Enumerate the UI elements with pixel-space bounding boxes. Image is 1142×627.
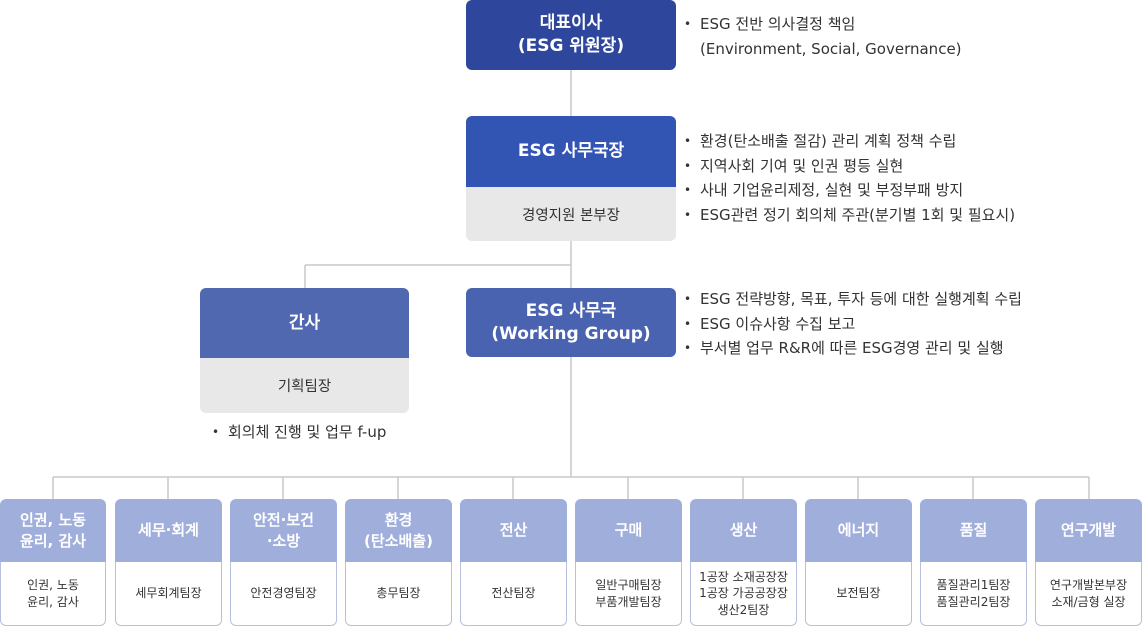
bullet-icon: • <box>684 183 692 197</box>
ceo-box: 대표이사 (ESG 위원장) <box>466 0 676 70</box>
director-note: •ESG관련 정기 회의체 주관(분기별 1회 및 필요시) <box>684 203 1134 228</box>
office-note: •ESG 전략방향, 목표, 투자 등에 대한 실행계획 수립 <box>684 287 1134 312</box>
director-box-sub: 경영지원 본부장 <box>466 187 676 241</box>
bullet-icon: • <box>684 134 692 148</box>
office-note: •ESG 이슈사항 수집 보고 <box>684 312 1134 337</box>
bullet-icon: • <box>684 158 692 173</box>
bullet-icon: • <box>212 425 220 439</box>
bullet-icon: • <box>684 341 692 355</box>
dept-tax-accounting: 세무·회계 <box>115 499 222 562</box>
dept-energy: 에너지 <box>805 499 912 562</box>
director-note: •환경(탄소배출 절감) 관리 계획 정책 수립 <box>684 129 1134 154</box>
dept-human-rights: 인권, 노동 윤리, 감사 <box>0 499 106 562</box>
bullet-icon: • <box>684 316 692 331</box>
ceo-note: •ESG 전반 의사결정 책임 <box>684 12 1134 37</box>
bullet-icon: • <box>684 292 692 306</box>
dept-quality: 품질 <box>920 499 1027 562</box>
dept-safety-health: 안전·보건 ·소방 <box>230 499 337 562</box>
dept-rnd: 연구개발 <box>1035 499 1142 562</box>
dept-it-members: 전산팀장 <box>460 562 567 626</box>
office-notes: •ESG 전략방향, 목표, 투자 등에 대한 실행계획 수립 •ESG 이슈사… <box>684 287 1134 361</box>
office-note: •부서별 업무 R&R에 따른 ESG경영 관리 및 실행 <box>684 336 1134 361</box>
ceo-notes: •ESG 전반 의사결정 책임 (Environment, Social, Go… <box>684 12 1134 61</box>
office-box: ESG 사무국 (Working Group) <box>466 288 676 357</box>
dept-environment-members: 총무팀장 <box>345 562 452 626</box>
secretary-notes: •회의체 진행 및 업무 f-up <box>212 420 432 445</box>
dept-purchasing-members: 일반구매팀장 부품개발팀장 <box>575 562 682 626</box>
dept-safety-health-members: 안전경영팀장 <box>230 562 337 626</box>
dept-environment: 환경 (탄소배출) <box>345 499 452 562</box>
director-note: •사내 기업윤리제정, 실현 및 부정부패 방지 <box>684 178 1134 203</box>
dept-purchasing: 구매 <box>575 499 682 562</box>
director-notes: •환경(탄소배출 절감) 관리 계획 정책 수립 •지역사회 기여 및 인권 평… <box>684 129 1134 227</box>
dept-energy-members: 보전팀장 <box>805 562 912 626</box>
secretary-note: •회의체 진행 및 업무 f-up <box>212 420 432 445</box>
secretary-box-title: 간사 <box>200 288 409 358</box>
dept-rnd-members: 연구개발본부장 소재/금형 실장 <box>1035 562 1142 626</box>
dept-quality-members: 품질관리1팀장 품질관리2팀장 <box>920 562 1027 626</box>
bullet-icon: • <box>684 207 692 222</box>
dept-production: 생산 <box>690 499 797 562</box>
dept-it: 전산 <box>460 499 567 562</box>
secretary-box-sub: 기획팀장 <box>200 358 409 413</box>
ceo-note-continued: (Environment, Social, Governance) <box>700 39 962 58</box>
bullet-icon: • <box>684 17 692 31</box>
dept-tax-accounting-members: 세무회계팀장 <box>115 562 222 626</box>
director-box-title: ESG 사무국장 <box>466 116 676 187</box>
dept-human-rights-members: 인권, 노동 윤리, 감사 <box>0 562 106 626</box>
director-note: •지역사회 기여 및 인권 평등 실현 <box>684 154 1134 179</box>
dept-production-members: 1공장 소재공장장 1공장 가공공장장 생산2팀장 <box>690 562 797 626</box>
